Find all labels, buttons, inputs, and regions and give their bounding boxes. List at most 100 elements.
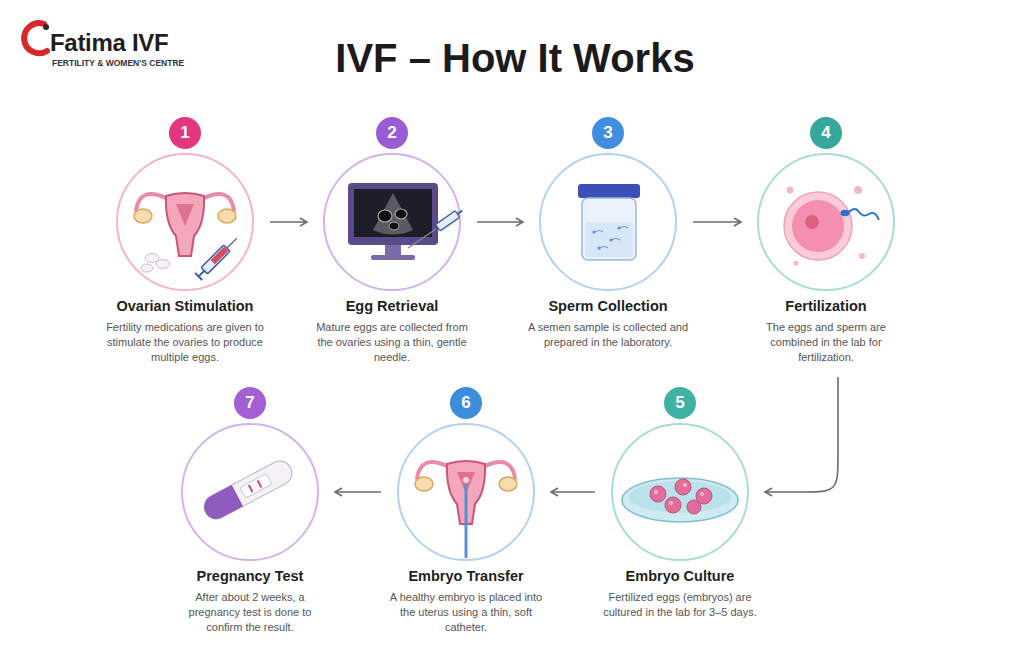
ultrasound-monitor-part <box>436 207 465 231</box>
badge-circle <box>376 117 408 149</box>
uterus-illustration-part <box>227 238 237 248</box>
step-circle <box>117 154 253 290</box>
egg-and-sperm-part <box>792 200 844 252</box>
step-number: 2 <box>376 117 408 149</box>
pregnancy-test-part <box>240 473 272 498</box>
step-circle <box>398 424 534 560</box>
step-badge: 7 <box>234 387 266 419</box>
ultrasound-monitor-part <box>436 211 460 231</box>
step-heading: Ovarian Stimulation <box>100 298 270 314</box>
uterus-illustration-part <box>211 247 229 265</box>
uterus-catheter-part <box>463 477 469 483</box>
petri-dish-part <box>675 479 691 495</box>
flow-arrow <box>693 221 741 223</box>
step-heading: Egg Retrieval <box>307 298 477 314</box>
flow-arrow <box>765 377 838 492</box>
uterus-catheter-part <box>499 477 517 491</box>
ultrasound-monitor-part <box>395 209 407 219</box>
step-heading: Embryo Culture <box>595 568 765 584</box>
flow-arrow <box>551 491 595 493</box>
petri-dish-part <box>669 501 673 505</box>
step-description: Fertility medications are given to stimu… <box>100 320 270 365</box>
uterus-illustration-part <box>145 254 159 263</box>
egg-and-sperm <box>784 186 879 266</box>
step-circle <box>324 154 460 290</box>
uterus-illustration-part <box>141 264 153 272</box>
uterus-illustration-part <box>204 194 234 210</box>
uterus-illustration <box>134 193 240 280</box>
step-description: A healthy embryo is placed into the uter… <box>381 590 551 635</box>
uterus-catheter-part <box>465 484 468 558</box>
uterus-catheter-part <box>485 462 515 478</box>
petri-dish-part <box>683 483 687 487</box>
egg-and-sperm-part <box>784 192 852 260</box>
step-description: A semen sample is collected and prepared… <box>523 320 693 350</box>
text-column: FertilizationThe eggs and sperm are comb… <box>741 298 911 365</box>
badge-circle <box>450 387 482 419</box>
badge-circle <box>664 387 696 419</box>
step-heading: Fertilization <box>741 298 911 314</box>
logo-swoosh-part <box>43 24 49 30</box>
ultrasound-monitor-part <box>408 229 436 248</box>
ultrasound-monitor-part <box>348 183 438 245</box>
ultrasound-monitor-part <box>354 189 432 237</box>
ultrasound-monitor-part <box>378 210 392 222</box>
ultrasound-monitor-part <box>373 193 413 235</box>
step-card: Embryo Transfer A healthy embryo is place… <box>381 385 551 647</box>
petri-dish-part <box>700 492 704 496</box>
petri-dish-part <box>650 486 666 502</box>
step-card: Egg RetrievalMature eggs are collected f… <box>307 115 477 377</box>
text-column: Pregnancy TestAfter about 2 weeks, a pre… <box>165 568 335 635</box>
text-column: Ovarian StimulationFertility medications… <box>100 298 270 365</box>
petri-dish-part <box>696 488 712 504</box>
uterus-illustration-part <box>166 193 204 256</box>
specimen-jar-part <box>597 246 600 249</box>
text-column: Embryo Transfer A healthy embryo is place… <box>381 568 551 635</box>
step-badge: 6 <box>450 387 482 419</box>
egg-and-sperm-part <box>849 209 879 220</box>
step-circle <box>540 154 676 290</box>
uterus-illustration-part <box>195 273 202 280</box>
step-number: 1 <box>169 117 201 149</box>
step-badge: 5 <box>664 387 696 419</box>
uterus-catheter-part <box>415 477 433 491</box>
specimen-jar-part <box>592 230 595 233</box>
text-column: Egg RetrievalMature eggs are collected f… <box>307 298 477 365</box>
pregnancy-test-part <box>249 485 253 492</box>
pregnancy-test-part <box>200 457 296 523</box>
specimen-jar-part <box>578 184 640 198</box>
step-circle <box>612 424 748 560</box>
step-badge: 2 <box>376 117 408 149</box>
badge-circle <box>810 117 842 149</box>
specimen-jar-part <box>582 198 636 260</box>
ultrasound-monitor-part <box>385 245 401 255</box>
flow-arrow <box>335 491 381 493</box>
specimen-jar-part <box>609 238 612 241</box>
uterus-catheter <box>415 461 517 558</box>
specimen-jar <box>578 184 640 260</box>
petri-dish-part <box>687 500 701 514</box>
step-description: After about 2 weeks, a pregnancy test is… <box>165 590 335 635</box>
brand-name: Fatima IVF <box>50 29 168 57</box>
flow-arrow <box>477 221 523 223</box>
step-card: Embryo CultureFertilized eggs (embryos) … <box>595 385 765 647</box>
petri-dish-part <box>654 490 658 494</box>
step-heading: Pregnancy Test <box>165 568 335 584</box>
egg-and-sperm-part <box>805 215 819 229</box>
uterus-illustration-part <box>134 209 152 223</box>
step-number: 6 <box>450 387 482 419</box>
pregnancy-test <box>200 457 296 523</box>
uterus-illustration-part <box>136 194 166 210</box>
ultrasound-monitor-part <box>389 222 399 230</box>
flow-arrow <box>270 221 307 223</box>
uterus-illustration-part <box>199 271 205 277</box>
brand-tagline: FERTILITY & WOMEN'S CENTRE <box>52 58 184 68</box>
pregnancy-test-part <box>219 485 243 513</box>
badge-circle <box>592 117 624 149</box>
step-circle <box>182 424 318 560</box>
uterus-catheter-part <box>457 472 475 494</box>
step-card: Pregnancy TestAfter about 2 weeks, a pre… <box>165 385 335 647</box>
pregnancy-test-part <box>200 457 296 523</box>
step-heading: Embryo Transfer <box>381 568 551 584</box>
